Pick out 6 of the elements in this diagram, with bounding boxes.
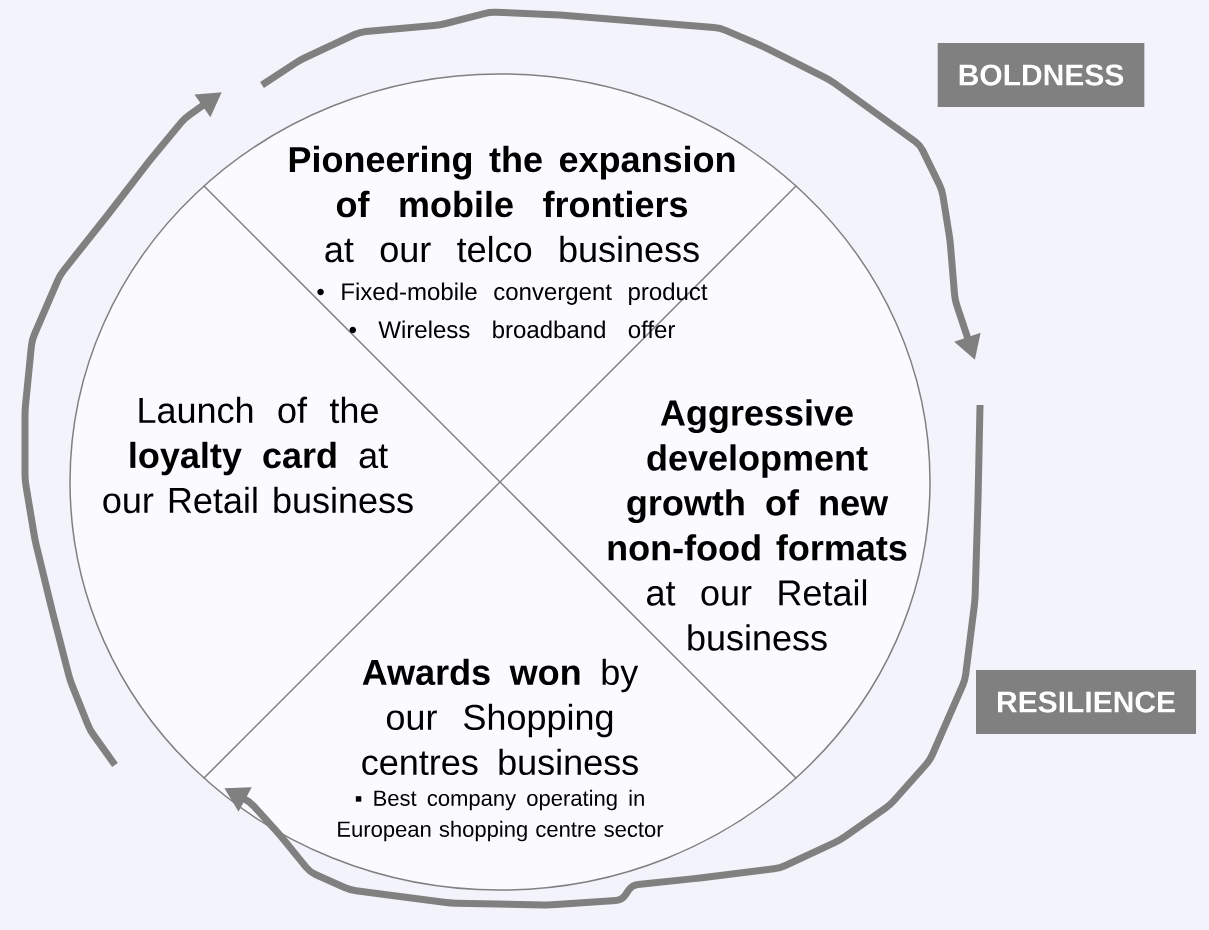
circle — [69, 73, 931, 891]
quadrant-label: Pioneering the expansion of mobile frontiers at our telco business • Fixed-mobile convergent product • Wireless broadband offer — [289, 145, 735, 339]
quadrant-label: Awards won by our Shopping centres business ▪ Best company operating in European shopping centre sector — [338, 658, 664, 842]
label-box: BOLDNESS — [937, 43, 1145, 107]
quadrant-label: Launch of the loyalty card at our Retail business — [103, 396, 413, 514]
label-box: RESILIENCE — [976, 670, 1197, 734]
